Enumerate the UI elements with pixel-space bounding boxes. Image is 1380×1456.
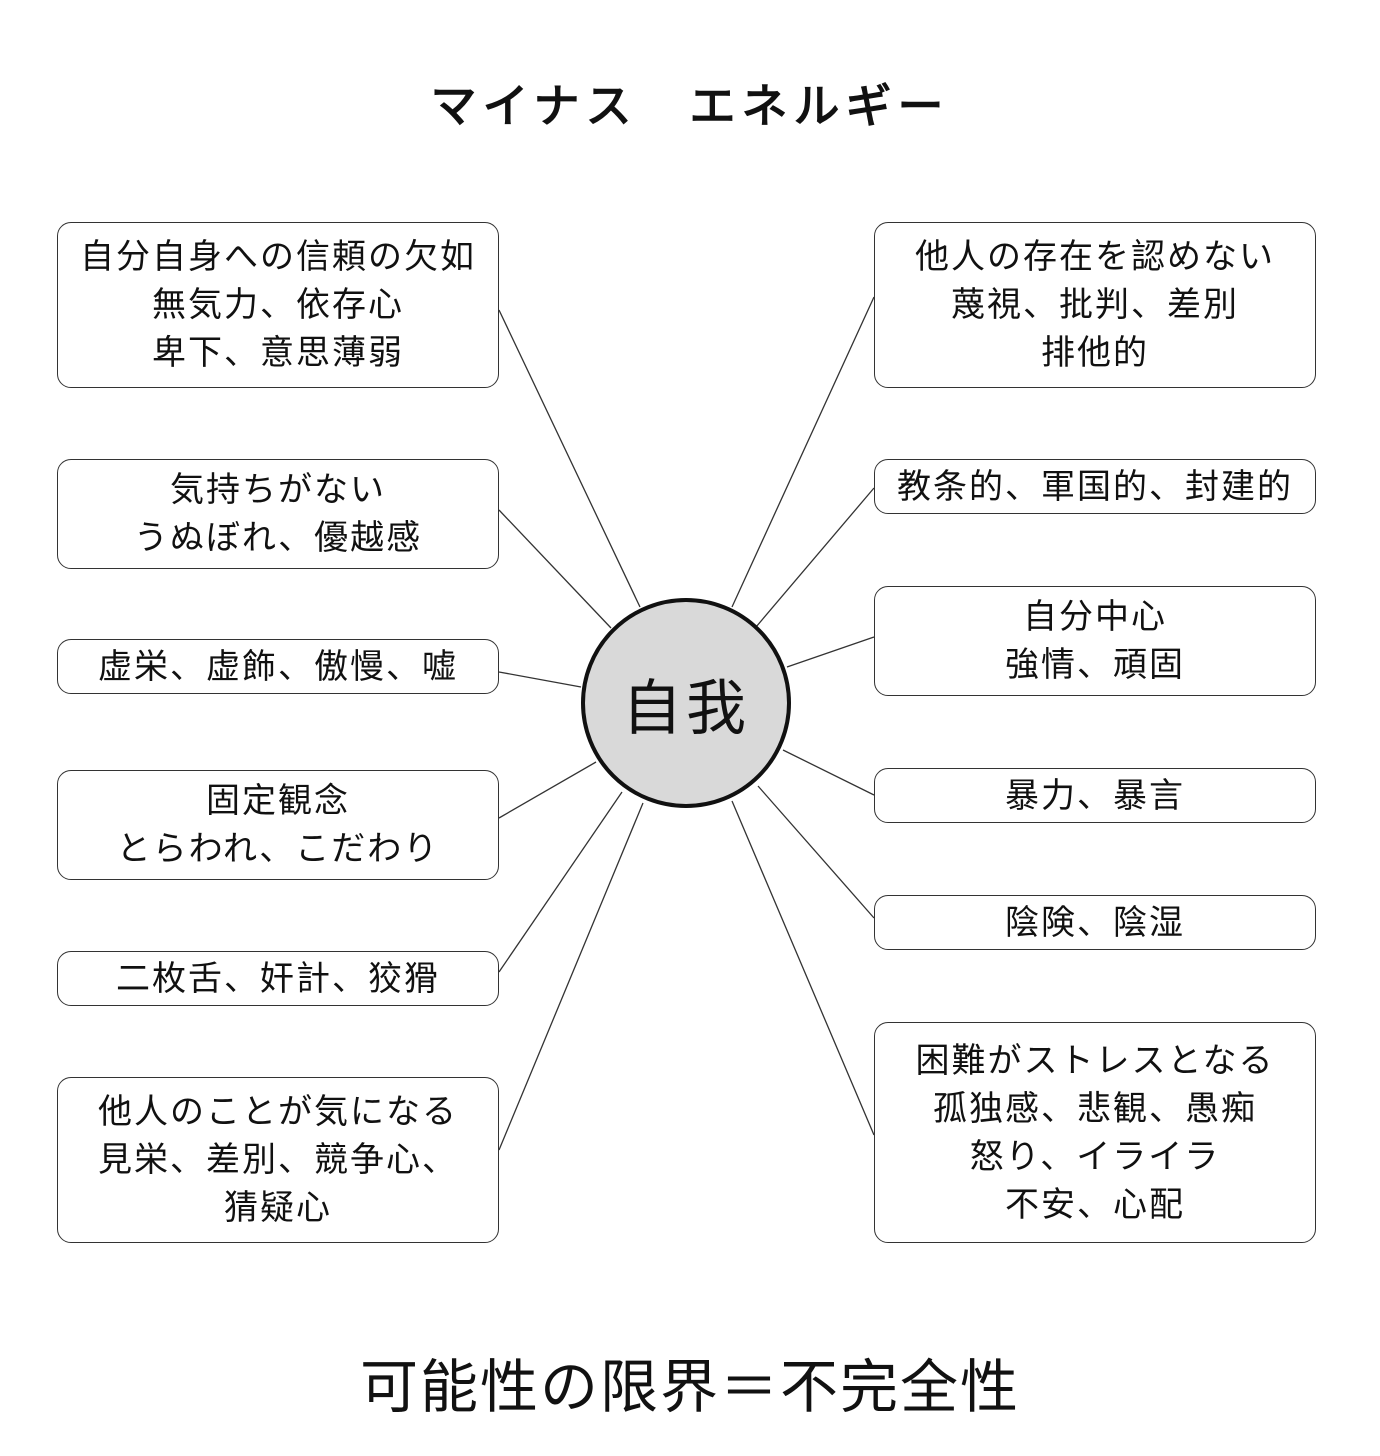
left-concept-box-2: 気持ちがないうぬぼれ、優越感 <box>57 459 499 569</box>
right-connector-line-3 <box>786 636 875 668</box>
box-text-line: 孤独感、悲観、愚痴 <box>933 1088 1257 1129</box>
right-concept-box-1: 他人の存在を認めない蔑視、批判、差別排他的 <box>874 222 1316 388</box>
box-text-line: 暴力、暴言 <box>1005 775 1185 816</box>
right-connector-line-2 <box>755 487 875 628</box>
box-text-line: 教条的、軍国的、封建的 <box>897 466 1293 507</box>
box-text-line: 卑下、意思薄弱 <box>152 333 404 373</box>
box-text-line: 強情、頑固 <box>1005 645 1185 685</box>
box-text-line: とらわれ、こだわり <box>116 829 440 869</box>
box-text-line: 排他的 <box>1041 333 1149 373</box>
left-concept-box-6: 他人のことが気になる見栄、差別、競争心、猜疑心 <box>57 1077 499 1243</box>
box-text-line: 困難がストレスとなる <box>915 1040 1275 1081</box>
box-text-line: 不安、心配 <box>1005 1184 1185 1225</box>
left-connector-line-4 <box>498 761 597 819</box>
box-text-line: うぬぼれ、優越感 <box>133 518 423 558</box>
right-connector-line-4 <box>782 749 875 796</box>
right-concept-box-4: 暴力、暴言 <box>874 768 1316 823</box>
right-concept-box-6: 困難がストレスとなる孤独感、悲観、愚痴怒り、イライラ不安、心配 <box>874 1022 1316 1243</box>
left-connector-line-1 <box>498 309 641 608</box>
box-text-line: 蔑視、批判、差別 <box>951 285 1239 325</box>
center-node-ego: 自我 <box>581 598 791 808</box>
left-connector-line-5 <box>498 791 623 973</box>
box-text-line: 固定観念 <box>206 781 350 821</box>
center-node-label: 自我 <box>622 673 750 744</box>
left-connector-line-2 <box>498 509 612 629</box>
box-text-line: 虚栄、虚飾、傲慢、嘘 <box>98 646 458 687</box>
diagram-footer: 可能性の限界＝不完全性 <box>359 1353 1020 1421</box>
left-concept-box-5: 二枚舌、奸計、狡猾 <box>57 951 499 1006</box>
box-text-line: 無気力、依存心 <box>152 285 404 325</box>
box-text-line: 二枚舌、奸計、狡猾 <box>116 958 440 999</box>
box-text-line: 猜疑心 <box>224 1188 332 1228</box>
box-text-line: 自分自身への信頼の欠如 <box>80 237 476 277</box>
right-connector-line-1 <box>731 296 875 608</box>
left-connector-line-6 <box>498 802 644 1151</box>
left-connector-line-3 <box>498 671 582 688</box>
box-text-line: 怒り、イライラ <box>969 1136 1221 1177</box>
box-text-line: 他人の存在を認めない <box>915 237 1275 277</box>
right-connector-line-5 <box>757 785 875 919</box>
right-connector-line-6 <box>731 800 875 1136</box>
box-text-line: 見栄、差別、競争心、 <box>98 1140 458 1180</box>
left-concept-box-3: 虚栄、虚飾、傲慢、嘘 <box>57 639 499 694</box>
box-text-line: 自分中心 <box>1023 597 1167 637</box>
left-concept-box-4: 固定観念とらわれ、こだわり <box>57 770 499 880</box>
box-text-line: 気持ちがない <box>170 470 386 510</box>
right-concept-box-5: 陰険、陰湿 <box>874 895 1316 950</box>
left-concept-box-1: 自分自身への信頼の欠如無気力、依存心卑下、意思薄弱 <box>57 222 499 388</box>
box-text-line: 他人のことが気になる <box>98 1092 458 1132</box>
diagram-title: マイナス エネルギー <box>430 79 950 133</box>
right-concept-box-3: 自分中心強情、頑固 <box>874 586 1316 696</box>
right-concept-box-2: 教条的、軍国的、封建的 <box>874 459 1316 514</box>
box-text-line: 陰険、陰湿 <box>1005 902 1185 943</box>
